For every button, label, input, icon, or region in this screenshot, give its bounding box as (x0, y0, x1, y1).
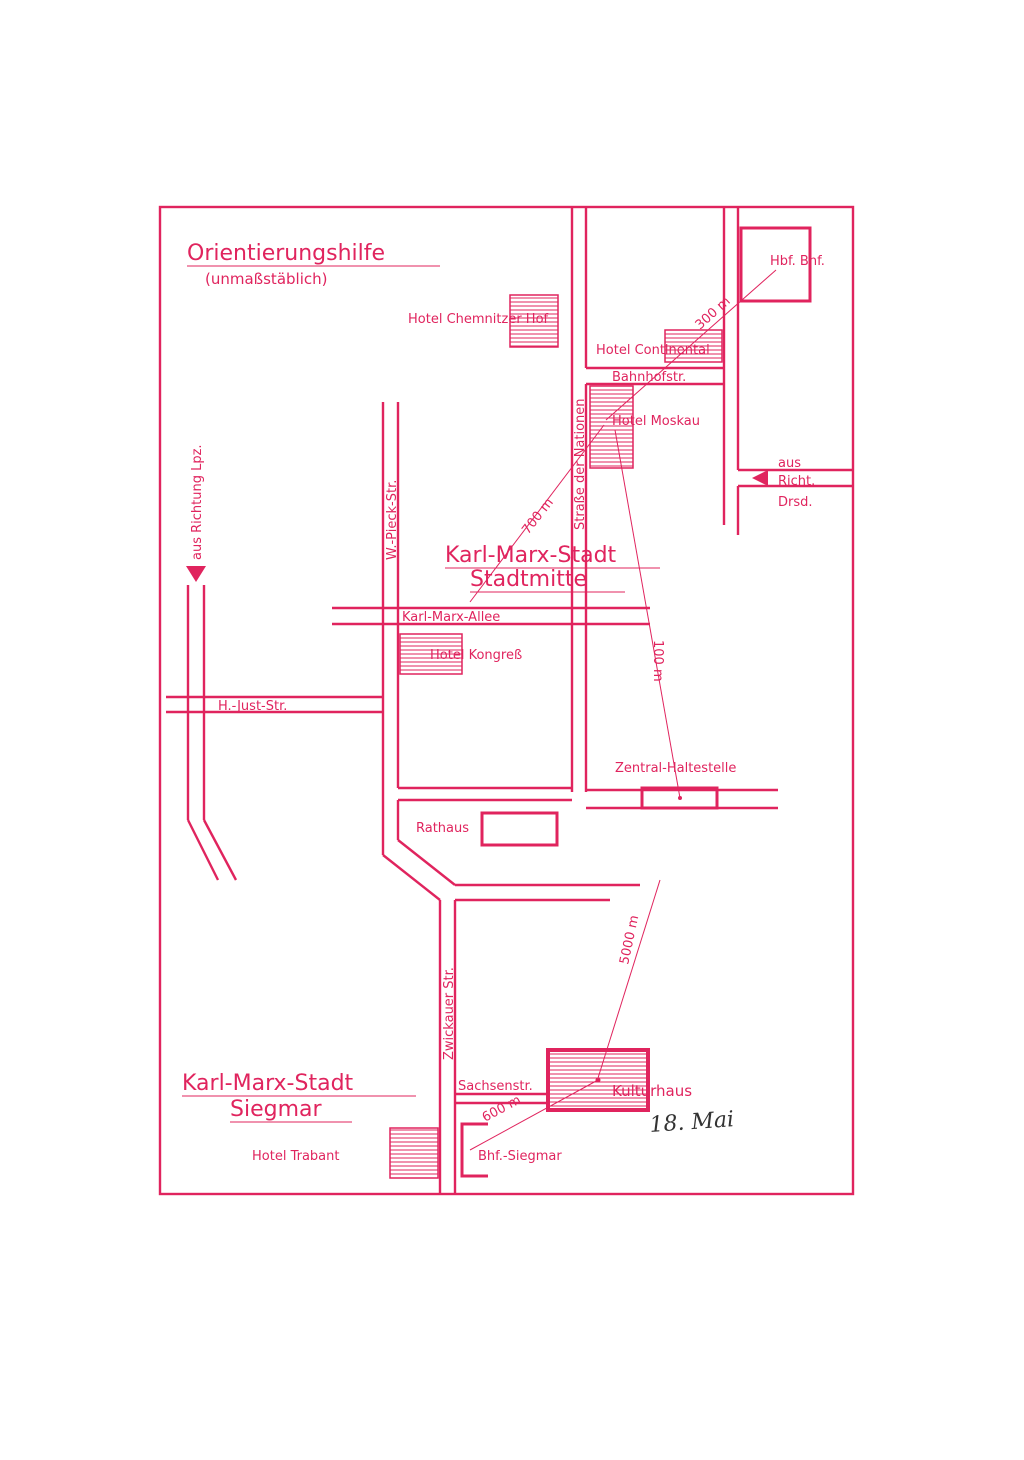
distance-lines (469, 269, 777, 1151)
label-kulturhaus: Kulturhaus (612, 1082, 692, 1100)
distance-600: 600 m (480, 1093, 524, 1126)
label-moskau: Hotel Moskau (612, 414, 700, 429)
label-kongress: Hotel Kongreß (430, 648, 522, 663)
label-from-dresden-1: aus (778, 456, 801, 471)
street-label-allee: Karl-Marx-Allee (402, 610, 500, 625)
street-label-bahnhof: Bahnhofstr. (612, 370, 686, 385)
label-from-leipzig: aus Richtung Lpz. (190, 444, 205, 560)
distance-5000: 5000 m (617, 914, 642, 966)
street-curve (382, 839, 456, 901)
building-continental (664, 329, 723, 363)
building-trabant (389, 1127, 439, 1179)
street-nationen (570, 208, 588, 792)
arrow-from-dresden (752, 470, 768, 486)
building-kongress (399, 633, 463, 675)
street-label-pieck: W.-Pieck-Str. (385, 480, 400, 560)
label-rathaus: Rathaus (416, 821, 469, 836)
label-chemnitzer-hof: Hotel Chemnitzer Hof (408, 312, 549, 327)
street-zwickauer (438, 900, 457, 1193)
map-title: Orientierungshilfe (187, 241, 385, 266)
street-leipzig (186, 585, 238, 881)
distance-100: 100 m (650, 640, 665, 682)
street-cross (455, 883, 640, 902)
area-siegmar-line1: Karl-Marx-Stadt (182, 1071, 354, 1096)
area-center-line1: Karl-Marx-Stadt (445, 543, 617, 568)
distance-700: 700 m (519, 495, 556, 537)
label-zentral: Zentral-Haltestelle (615, 761, 736, 776)
label-bhf-siegmar: Bhf.-Siegmar (478, 1149, 562, 1164)
street-pieck (381, 402, 400, 855)
building-chemnitzer-hof (509, 294, 559, 348)
street-east (722, 208, 740, 535)
street-sachsen (455, 1092, 548, 1105)
city-block (398, 786, 572, 802)
map-subtitle: (unmaßstäblich) (205, 270, 327, 288)
area-siegmar-line2: Siegmar (230, 1097, 322, 1122)
map-frame (158, 205, 855, 1196)
building-hbf (739, 226, 812, 303)
street-allee (332, 606, 650, 626)
label-continental: Hotel Continental (596, 343, 710, 358)
arrow-from-leipzig (186, 566, 206, 582)
label-from-dresden-2: Richt. (778, 474, 815, 489)
street-dresden (738, 468, 852, 488)
building-rathaus (480, 811, 559, 847)
street-label-sachsen: Sachsenstr. (458, 1079, 533, 1094)
building-moskau (589, 385, 634, 469)
building-zentral (640, 786, 719, 810)
area-center-line2: Stadtmitte (470, 567, 587, 592)
handwritten-note: 18. Mai (649, 1107, 735, 1138)
street-zentral (586, 788, 778, 810)
street-bahnhof (586, 366, 724, 386)
street-label-zwickauer: Zwickauer Str. (442, 967, 457, 1060)
label-from-dresden-3: Drsd. (778, 495, 813, 510)
street-just (166, 695, 383, 714)
street-label-just: H.-Just-Str. (218, 699, 287, 714)
label-trabant: Hotel Trabant (252, 1149, 339, 1164)
street-label-nationen: Straße der Nationen (573, 398, 588, 530)
label-hbf: Hbf. Bhf. (770, 254, 825, 269)
building-bhf-siegmar (460, 1122, 488, 1178)
